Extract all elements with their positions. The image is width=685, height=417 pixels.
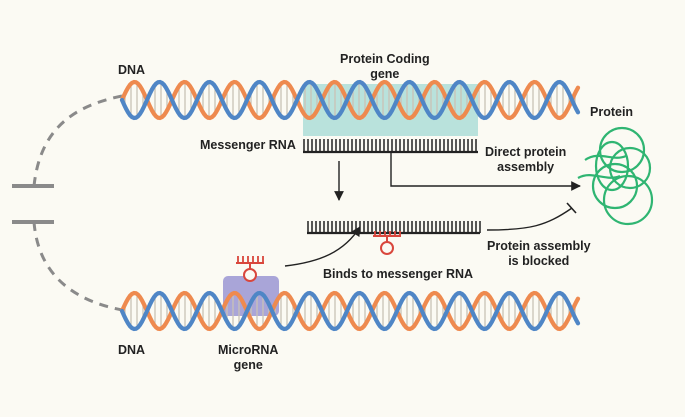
dna-helix-top bbox=[119, 79, 581, 121]
arrow-binds-to-mrna bbox=[284, 226, 361, 267]
direct-protein-assembly-label: Direct protein assembly bbox=[485, 145, 567, 174]
messenger-rna-strand bbox=[303, 139, 478, 154]
microrna-hairpin-icon bbox=[236, 256, 264, 282]
arrow-direct-protein-assembly bbox=[390, 152, 581, 191]
dna-helix-bottom bbox=[119, 290, 581, 332]
dna-strand bbox=[119, 79, 581, 121]
microrna-gene-label: MicroRNA gene bbox=[218, 343, 279, 372]
dna-bottom-label: DNA bbox=[118, 343, 146, 357]
protein-coding-gene-label: Protein Coding gene bbox=[340, 52, 430, 81]
dashed-connector-top bbox=[32, 94, 123, 187]
dashed-connector-bottom bbox=[32, 221, 123, 312]
dna-strand bbox=[119, 290, 581, 332]
messenger-rna-bound-strand bbox=[307, 221, 481, 235]
inhibition-line-blocked bbox=[486, 207, 573, 231]
protein-assembly-blocked-label: Protein assembly is blocked bbox=[487, 239, 591, 268]
inhibition-bar bbox=[566, 202, 577, 214]
dna-top-label: DNA bbox=[118, 63, 146, 77]
microrna-gene-region bbox=[223, 276, 279, 316]
messenger-rna-label: Messenger RNA bbox=[200, 138, 296, 152]
microrna-bound-icon bbox=[373, 231, 401, 255]
protein-coil-icon bbox=[577, 126, 654, 226]
protein-label: Protein bbox=[590, 105, 634, 119]
binds-to-messenger-rna-label: Binds to messenger RNA bbox=[323, 267, 474, 281]
